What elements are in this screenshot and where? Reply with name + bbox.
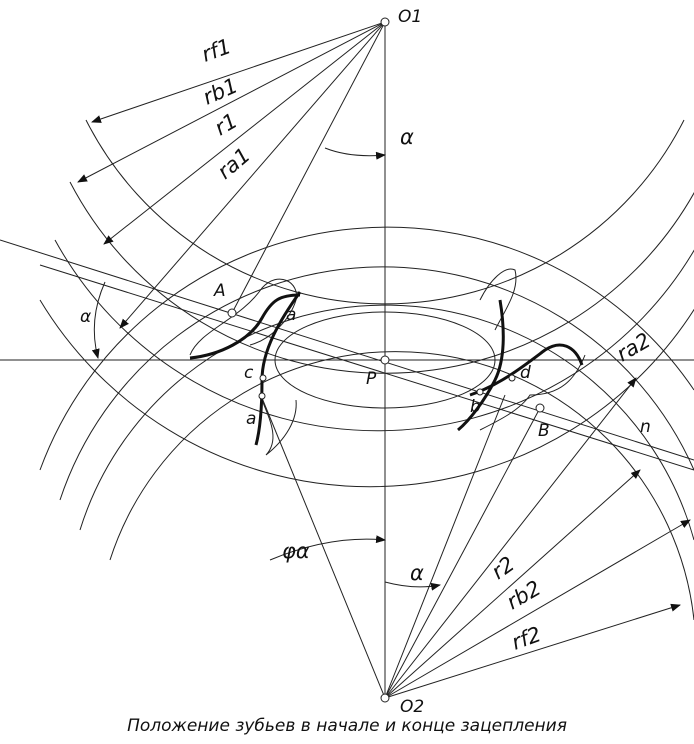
label-phi-alpha: φα — [282, 539, 310, 563]
figure-caption: Положение зубьев в начале и конце зацепл… — [127, 716, 567, 736]
line-of-action — [0, 239, 694, 461]
label-rf1: rf1 — [199, 34, 235, 67]
alpha-left-arc — [91, 281, 106, 359]
arrow-r1 — [103, 21, 386, 245]
label-n: n — [640, 417, 651, 437]
alpha-bottom-arc — [384, 581, 441, 591]
tooth-outline-left-upper — [189, 278, 297, 356]
label-point-a1: a — [286, 305, 296, 325]
pitch-point-p — [380, 355, 390, 365]
tooth-left-gear1 — [189, 293, 301, 360]
label-alpha-top: α — [400, 125, 414, 149]
arrow-rf2 — [384, 603, 681, 699]
tooth-right-gear2 — [469, 343, 584, 397]
label-point-d: d — [520, 363, 531, 383]
label-rb1: rb1 — [199, 73, 241, 109]
o2-b-line — [384, 407, 541, 699]
label-b-lower: B — [538, 421, 550, 441]
point-a-small — [258, 392, 266, 400]
label-point-c: c — [244, 363, 254, 383]
arrow-rf1 — [91, 21, 386, 123]
line-of-action-2 — [39, 264, 694, 471]
arrow-ra2 — [384, 377, 637, 699]
circle-r2 — [59, 266, 694, 501]
alpha-top-arc — [324, 147, 386, 160]
tooth-right-gear1 — [457, 299, 505, 432]
label-r2: r2 — [487, 552, 519, 584]
point-b-small — [476, 388, 484, 396]
circle-ra1 — [39, 299, 694, 488]
label-alpha-bottom: α — [410, 561, 424, 585]
label-ra1: ra1 — [213, 143, 255, 184]
label-o1: O1 — [398, 7, 422, 27]
label-a-upper: A — [213, 281, 226, 301]
tooth-outline-right-upper — [479, 268, 517, 331]
circle-ra2 — [39, 226, 694, 471]
mesh-zone-ellipse — [274, 311, 496, 409]
tooth-outline-right-lower — [479, 354, 586, 431]
arrow-r2 — [384, 469, 641, 699]
circle-rf2 — [109, 351, 694, 621]
phi-alpha-arc — [269, 535, 386, 561]
arrow-rb1 — [77, 21, 386, 183]
point-d — [508, 374, 516, 382]
circle-r1 — [54, 239, 694, 432]
o2-phi-line-left — [261, 397, 386, 699]
arrow-ra1 — [119, 21, 386, 329]
label-p: P — [366, 369, 377, 389]
label-point-a2: a — [246, 409, 256, 429]
label-ra2: ra2 — [613, 328, 655, 366]
label-alpha-left: α — [80, 307, 91, 327]
point-a-upper — [227, 308, 237, 318]
point-c — [259, 374, 267, 382]
circle-rb2 — [79, 304, 694, 541]
o2-phi-line-right — [384, 394, 506, 699]
point-b-lower — [535, 403, 545, 413]
arrow-rb2 — [384, 519, 691, 699]
center-o1 — [380, 17, 390, 27]
center-o2 — [380, 693, 390, 703]
o1-a-line — [231, 21, 386, 314]
label-o2: O2 — [400, 697, 424, 717]
label-r1: r1 — [211, 109, 242, 141]
label-point-b: b — [470, 397, 481, 417]
tooth-outline-left-lower — [261, 399, 297, 456]
